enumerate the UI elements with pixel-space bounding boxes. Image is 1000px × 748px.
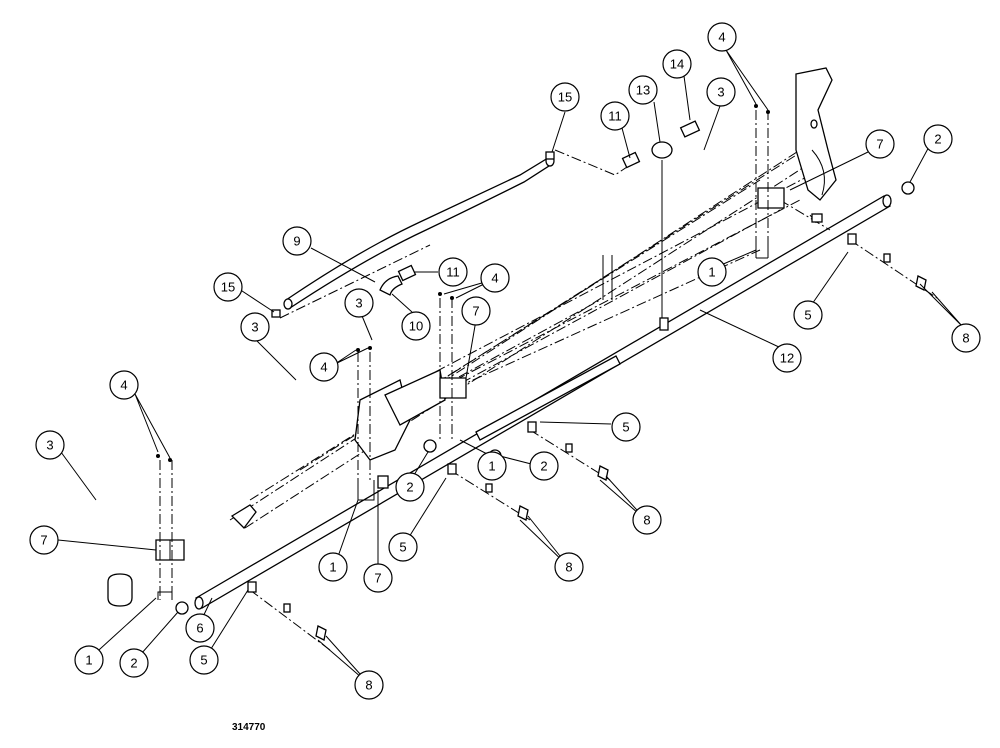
callout-label: 4 bbox=[718, 30, 725, 45]
callout-3-top-right: 3 bbox=[706, 77, 736, 107]
callout-label: 10 bbox=[409, 319, 423, 334]
callout-11-middle: 11 bbox=[438, 257, 468, 287]
drawing-number: 314770 bbox=[232, 722, 266, 733]
callout-label: 1 bbox=[329, 560, 336, 575]
boom-frame bbox=[229, 67, 837, 529]
callout-label: 8 bbox=[643, 513, 650, 528]
callout-label: 15 bbox=[558, 90, 572, 105]
callout-label: 8 bbox=[962, 331, 969, 346]
nozzle-rows bbox=[247, 199, 941, 651]
callout-8-right: 8 bbox=[951, 323, 981, 353]
callout-label: 7 bbox=[374, 571, 381, 586]
callout-7-left: 7 bbox=[29, 525, 59, 555]
callout-label: 3 bbox=[355, 296, 362, 311]
callout-label: 14 bbox=[670, 57, 684, 72]
callout-label: 1 bbox=[85, 653, 92, 668]
callout-1-right: 1 bbox=[697, 257, 727, 287]
callout-label: 12 bbox=[780, 351, 794, 366]
callout-label: 3 bbox=[717, 85, 724, 100]
callout-5-right: 5 bbox=[793, 300, 823, 330]
callout-label: 2 bbox=[406, 480, 413, 495]
callout-1-middle: 1 bbox=[477, 451, 507, 481]
callout-4-left: 4 bbox=[109, 370, 139, 400]
callout-label: 2 bbox=[934, 132, 941, 147]
callout-label: 13 bbox=[636, 83, 650, 98]
callout-label: 1 bbox=[708, 265, 715, 280]
callout-4-middle-top: 4 bbox=[480, 263, 510, 293]
callout-label: 5 bbox=[200, 653, 207, 668]
callout-9: 9 bbox=[282, 226, 312, 256]
callout-label: 11 bbox=[608, 109, 622, 124]
callout-2-right: 2 bbox=[923, 124, 953, 154]
callout-12: 12 bbox=[772, 343, 802, 373]
callout-label: 4 bbox=[320, 360, 327, 375]
callout-15-left: 15 bbox=[213, 272, 243, 302]
callout-label: 7 bbox=[40, 533, 47, 548]
callout-10: 10 bbox=[401, 311, 431, 341]
callout-2-middle: 2 bbox=[395, 472, 425, 502]
brackets bbox=[155, 110, 785, 600]
hose-assembly bbox=[271, 149, 631, 319]
callout-5-middle-right: 5 bbox=[611, 412, 641, 442]
callout-13: 13 bbox=[628, 75, 658, 105]
callout-label: 2 bbox=[540, 459, 547, 474]
callout-label: 6 bbox=[196, 621, 203, 636]
callout-14: 14 bbox=[662, 49, 692, 79]
callout-11-top: 11 bbox=[600, 101, 630, 131]
callout-8-middle: 8 bbox=[554, 552, 584, 582]
callout-4-middle: 4 bbox=[309, 352, 339, 382]
callout-label: 7 bbox=[472, 304, 479, 319]
fitting-group-top bbox=[621, 120, 701, 320]
callout-label: 9 bbox=[293, 234, 300, 249]
callout-2-middle-right: 2 bbox=[529, 451, 559, 481]
callout-3-middle-left: 3 bbox=[240, 312, 270, 342]
callout-label: 11 bbox=[446, 265, 460, 280]
screw-dots bbox=[156, 104, 770, 462]
callout-4-top-right: 4 bbox=[707, 22, 737, 52]
callout-5-left: 5 bbox=[189, 645, 219, 675]
fitting-group-middle bbox=[379, 264, 417, 296]
callout-6: 6 bbox=[185, 613, 215, 643]
callout-label: 2 bbox=[130, 656, 137, 671]
callout-5-middle: 5 bbox=[388, 532, 418, 562]
callout-label: 7 bbox=[876, 137, 883, 152]
callout-7-right: 7 bbox=[865, 129, 895, 159]
callout-label: 1 bbox=[488, 459, 495, 474]
callout-3-left: 3 bbox=[35, 430, 65, 460]
callout-1-left: 1 bbox=[74, 645, 104, 675]
callout-label: 3 bbox=[46, 438, 53, 453]
callout-label: 3 bbox=[251, 320, 258, 335]
callout-label: 4 bbox=[491, 271, 498, 286]
callout-label: 5 bbox=[804, 308, 811, 323]
callout-8-middle-right: 8 bbox=[632, 505, 662, 535]
callout-1-middle-left: 1 bbox=[318, 552, 348, 582]
callout-label: 15 bbox=[221, 280, 235, 295]
callout-2-left: 2 bbox=[119, 648, 149, 678]
callout-8-left: 8 bbox=[354, 670, 384, 700]
callout-label: 5 bbox=[622, 420, 629, 435]
nuts-and-caps bbox=[107, 181, 915, 615]
callout-label: 4 bbox=[120, 378, 127, 393]
callout-7-middle: 7 bbox=[461, 296, 491, 326]
callout-7-bottom: 7 bbox=[363, 563, 393, 593]
spray-tube bbox=[194, 194, 892, 610]
callout-3-middle-top: 3 bbox=[344, 288, 374, 318]
callout-15-top: 15 bbox=[550, 82, 580, 112]
callout-label: 5 bbox=[399, 540, 406, 555]
callout-label: 8 bbox=[365, 678, 372, 693]
callout-label: 8 bbox=[565, 560, 572, 575]
